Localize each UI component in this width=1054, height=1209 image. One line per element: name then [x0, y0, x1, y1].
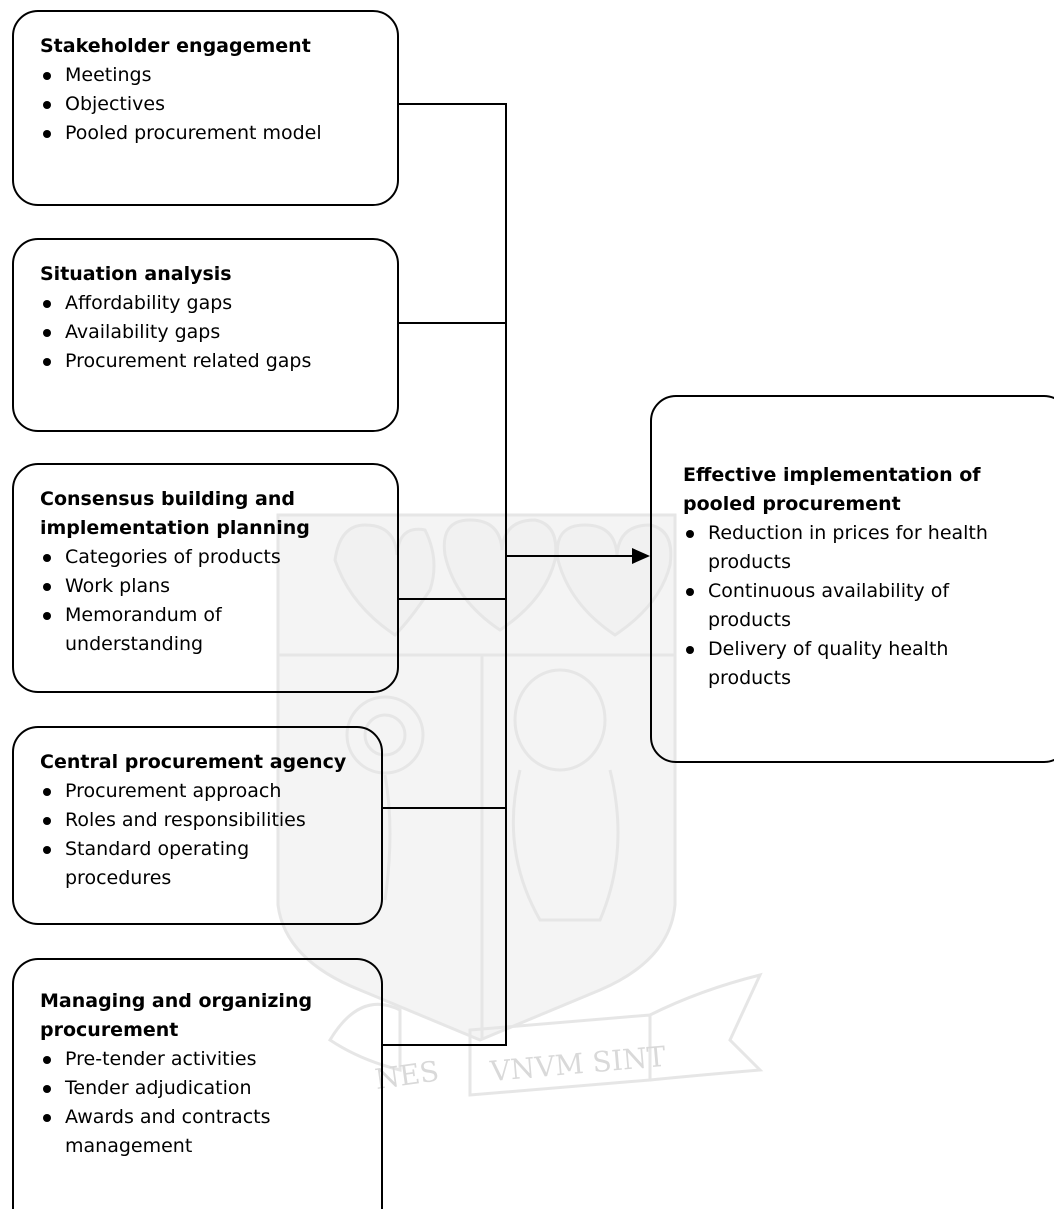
list-item: Categories of products — [40, 543, 385, 572]
step-title: Situation analysis — [40, 263, 232, 285]
list-item: Pooled procurement model — [40, 119, 385, 148]
list-item: Availability gaps — [40, 318, 385, 347]
step-title: Central procurement agency — [40, 751, 347, 773]
step-item-list: Pre-tender activities Tender adjudicatio… — [40, 1045, 369, 1161]
list-item: Memorandum of understanding — [40, 601, 265, 659]
motto-ribbon — [327, 1002, 402, 1072]
list-item: Pre-tender activities — [40, 1045, 369, 1074]
list-item: Procurement related gaps — [40, 347, 385, 376]
list-item: Reduction in prices for health products — [683, 519, 1038, 577]
list-item: Affordability gaps — [40, 289, 385, 318]
heart-icon — [442, 518, 558, 632]
list-item: Standard operating procedures — [40, 835, 295, 893]
motto-ribbon — [649, 972, 764, 1082]
step-item-list: Affordability gaps Availability gaps Pro… — [40, 289, 385, 376]
step-stakeholder-engagement: Stakeholder engagement Meetings Objectiv… — [12, 10, 399, 206]
list-item: Work plans — [40, 572, 385, 601]
heart-icon — [555, 523, 673, 637]
step-title: Stakeholder engagement — [40, 35, 311, 57]
step-item-list: Categories of products Work plans Memora… — [40, 543, 385, 659]
lion-icon — [513, 668, 607, 772]
list-item: Objectives — [40, 90, 385, 119]
list-item: Delivery of quality health products — [683, 635, 1008, 693]
arrow-head-icon — [632, 548, 650, 564]
list-item: Tender adjudication — [40, 1074, 369, 1103]
rose-icon — [345, 695, 425, 775]
lion-body — [511, 769, 620, 922]
list-item: Procurement approach — [40, 777, 369, 806]
step-situation-analysis: Situation analysis Affordability gaps Av… — [12, 238, 399, 432]
step-item-list: Procurement approach Roles and responsib… — [40, 777, 369, 893]
list-item: Roles and responsibilities — [40, 806, 369, 835]
list-item: Awards and contracts management — [40, 1103, 300, 1161]
heart-icon — [333, 523, 436, 637]
list-item: Continuous availability of products — [683, 577, 1008, 635]
step-item-list: Meetings Objectives Pooled procurement m… — [40, 61, 385, 148]
rose-stem — [383, 774, 392, 901]
list-item: Meetings — [40, 61, 385, 90]
outcome-item-list: Reduction in prices for health products … — [683, 519, 1054, 693]
step-central-procurement-agency: Central procurement agency Procurement a… — [12, 726, 383, 925]
